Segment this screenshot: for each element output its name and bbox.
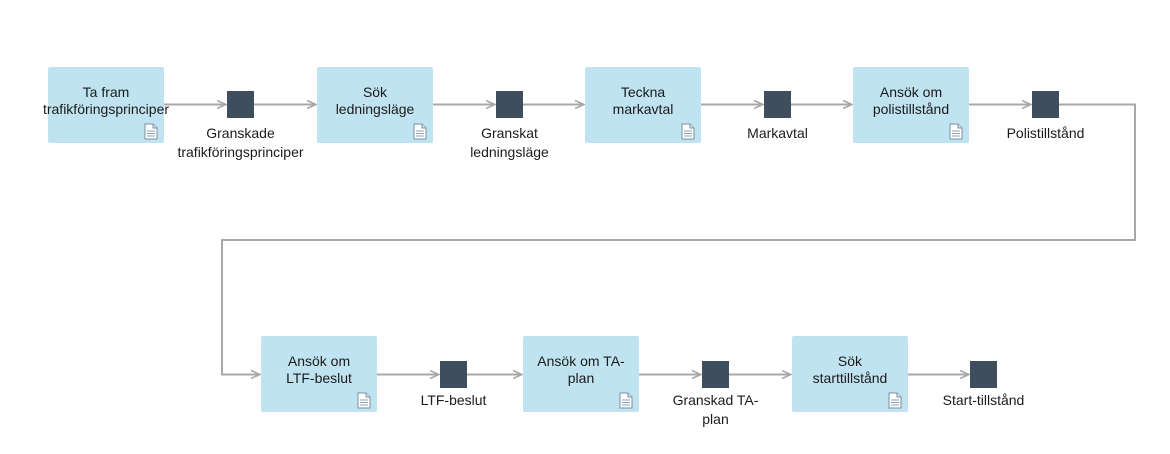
process-label: Ansök om polistillstånd: [872, 84, 950, 117]
process-label: Ansök om TA- plan: [537, 353, 625, 386]
deliverable-label: Granskade trafikföringsprinciper: [177, 125, 304, 160]
document-icon[interactable]: [144, 123, 158, 140]
document-icon[interactable]: [619, 392, 633, 409]
deliverable-label: Start-tillstånd: [942, 392, 1025, 408]
process-box[interactable]: Teckna markavtal: [585, 67, 701, 143]
process-box[interactable]: Ansök om LTF-beslut: [261, 336, 377, 412]
process-label: Teckna markavtal: [612, 84, 674, 117]
process-box[interactable]: Ta fram trafikföringsprinciper: [43, 67, 169, 143]
deliverable-node[interactable]: [702, 361, 729, 388]
process-label: Ansök om LTF-beslut: [286, 353, 352, 386]
process-box[interactable]: Sök starttillstånd: [792, 336, 908, 412]
deliverable-node[interactable]: [496, 91, 523, 118]
document-icon[interactable]: [888, 392, 902, 409]
document-icon[interactable]: [949, 123, 963, 140]
document-icon[interactable]: [413, 123, 427, 140]
process-label: Ta fram trafikföringsprinciper: [42, 84, 170, 117]
deliverable-label: Polistillstånd: [1006, 125, 1085, 141]
deliverable-node[interactable]: [764, 91, 791, 118]
document-icon[interactable]: [681, 123, 695, 140]
deliverable-node[interactable]: [970, 361, 997, 388]
deliverable-label: Granskat ledningsläge: [470, 125, 549, 160]
wrap-connector: [221, 103, 1136, 375]
process-box[interactable]: Sök ledningsläge: [317, 67, 433, 143]
process-box[interactable]: Ansök om polistillstånd: [853, 67, 969, 143]
process-label: Sök ledningsläge: [335, 84, 415, 117]
deliverable-label: LTF-beslut: [420, 392, 487, 408]
deliverable-label: Markavtal: [747, 125, 808, 141]
deliverable-label: Granskad TA- plan: [672, 392, 759, 427]
process-box[interactable]: Ansök om TA- plan: [523, 336, 639, 412]
process-label: Sök starttillstånd: [812, 353, 888, 386]
deliverable-node[interactable]: [440, 361, 467, 388]
deliverable-node[interactable]: [1032, 91, 1059, 118]
document-icon[interactable]: [357, 392, 371, 409]
deliverable-node[interactable]: [227, 91, 254, 118]
